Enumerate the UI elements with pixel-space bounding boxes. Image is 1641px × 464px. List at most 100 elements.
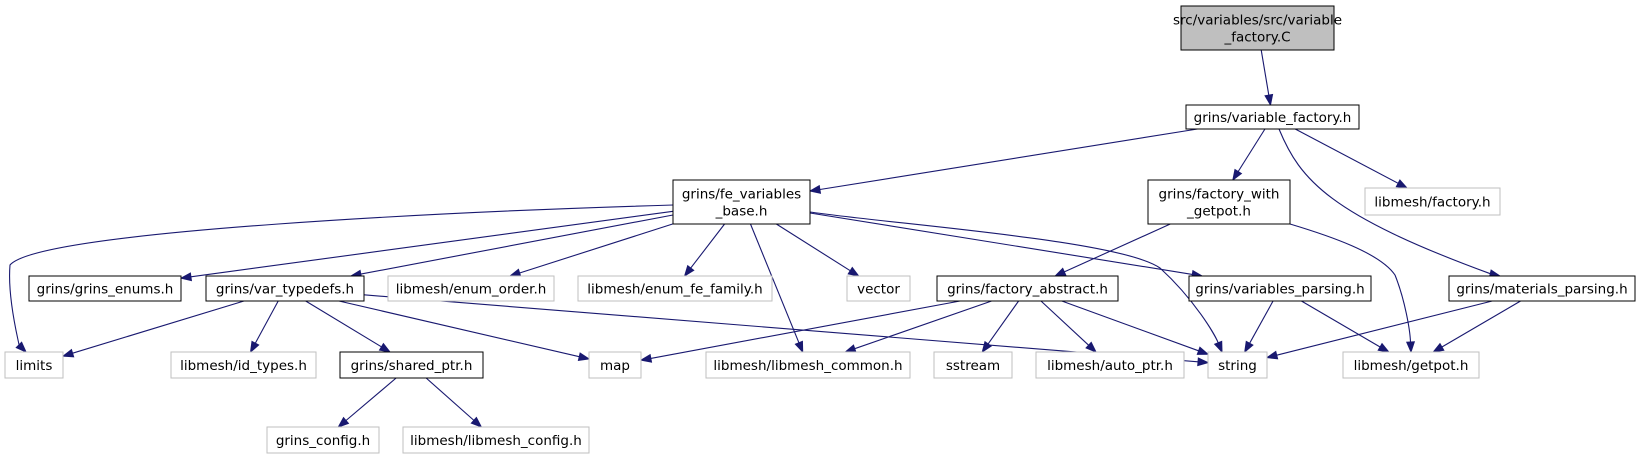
node-box <box>1180 5 1335 51</box>
edge-line <box>690 223 726 269</box>
node-label: libmesh/libmesh_common.h <box>713 358 902 374</box>
arrow-head-icon <box>1213 340 1223 354</box>
arrow-head-icon <box>1244 340 1254 354</box>
edge-materials_parsing_h-to-getpot_h <box>1432 300 1521 353</box>
edge-line <box>1040 300 1089 346</box>
node-vector: vector <box>846 275 911 302</box>
node-label: libmesh/enum_order.h <box>396 282 547 298</box>
node-box <box>1207 351 1268 379</box>
node-label: limits <box>16 358 53 374</box>
edge-factory_with_getpot_h-to-factory_abstract_h <box>1053 223 1171 277</box>
edge-factory_abstract_h-to-string <box>1061 300 1210 355</box>
edge-line <box>809 211 1219 344</box>
node-label: grins/factory_abstract.h <box>947 282 1108 298</box>
node-box <box>205 275 365 302</box>
arrow-head-icon <box>470 416 483 428</box>
edge-line <box>363 294 1199 363</box>
edge-fe_variables_base_h-to-grins_enums_h <box>179 210 674 282</box>
node-label: grins/grins_enums.h <box>37 282 174 298</box>
node-label: grins_config.h <box>276 433 370 449</box>
node-label: grins/fe_variables <box>682 187 801 203</box>
node-box <box>1185 104 1360 130</box>
node-box <box>339 351 484 379</box>
edge-variable_factory_h-to-fe_variables_base_h <box>808 128 1198 194</box>
node-box <box>402 426 590 454</box>
edge-fe_variables_base_h-to-variables_parsing_h <box>809 212 1204 279</box>
edge-line <box>1237 128 1266 172</box>
node-factory-abstract-h[interactable]: grins/factory_abstract.h <box>936 275 1119 302</box>
arrow-head-icon <box>1395 179 1409 189</box>
edge-line <box>345 377 397 421</box>
edge-var_typedefs_h-to-id_types_h <box>249 300 279 354</box>
arrow-head-icon <box>1197 357 1210 367</box>
arrow-head-icon <box>794 340 804 354</box>
edge-line <box>1064 223 1171 273</box>
node-materials-parsing-h[interactable]: grins/materials_parsing.h <box>1448 275 1636 302</box>
arrow-head-icon <box>843 344 857 353</box>
node-enum-order-h: libmesh/enum_order.h <box>387 275 555 302</box>
arrow-head-icon <box>1196 346 1210 355</box>
node-box <box>933 351 1013 379</box>
edge-fe_variables_base_h-to-libmesh_common_h <box>749 223 804 354</box>
edge-shared_ptr_h-to-libmesh_config_h <box>425 377 483 428</box>
edge-line <box>1260 49 1270 96</box>
edge-line <box>190 210 674 278</box>
edge-line <box>776 223 851 272</box>
node-variable-factory-C[interactable]: src/variables/src/variable_factory.C <box>1173 5 1342 51</box>
node-label: libmesh/libmesh_config.h <box>410 433 582 449</box>
edge-var_typedefs_h-to-map <box>338 300 591 362</box>
node-getpot-h: libmesh/getpot.h <box>1342 351 1480 379</box>
edge-variable_factory_C-to-variable_factory_h <box>1260 49 1274 107</box>
node-label: _base.h <box>715 204 768 220</box>
arrow-head-icon <box>1377 342 1390 353</box>
node-var-typedefs-h[interactable]: grins/var_typedefs.h <box>205 275 365 302</box>
node-label: string <box>1218 358 1257 374</box>
node-box <box>1364 187 1501 216</box>
node-auto-ptr-h: libmesh/auto_ptr.h <box>1035 351 1185 379</box>
node-libmesh-factory-h: libmesh/factory.h <box>1364 187 1501 216</box>
edge-line <box>749 223 800 343</box>
node-libmesh-config-h: libmesh/libmesh_config.h <box>402 426 590 454</box>
edge-variable_factory_h-to-factory_with_getpot_h <box>1232 128 1266 182</box>
edge-line <box>819 128 1198 191</box>
edge-line <box>425 377 475 421</box>
node-limits: limits <box>4 351 64 379</box>
edge-variable_factory_h-to-libmesh_factory_h <box>1294 128 1409 189</box>
edge-line <box>1061 300 1199 352</box>
edge-line <box>1278 128 1491 275</box>
node-label: grins/variables_parsing.h <box>1195 282 1364 298</box>
node-variable-factory-h[interactable]: grins/variable_factory.h <box>1185 104 1360 130</box>
node-fe-variables-base-h[interactable]: grins/fe_variables_base.h <box>672 179 811 225</box>
edge-line <box>1276 300 1493 356</box>
edge-line <box>809 212 1193 275</box>
node-grins-enums-h[interactable]: grins/grins_enums.h <box>28 275 182 302</box>
edge-fe_variables_base_h-to-vector <box>776 223 860 277</box>
node-box <box>936 275 1119 302</box>
edge-fe_variables_base_h-to-enum_fe_family_h <box>683 223 726 278</box>
node-box <box>1147 179 1291 225</box>
edge-line <box>1294 128 1399 184</box>
edge-fe_variables_base_h-to-var_typedefs_h <box>349 214 674 279</box>
node-factory-with-getpot-h[interactable]: grins/factory_with_getpot.h <box>1147 179 1291 225</box>
node-box <box>387 275 555 302</box>
node-box <box>266 426 380 454</box>
edge-shared_ptr_h-to-grins_config_h <box>337 377 397 428</box>
arrow-head-icon <box>683 264 695 278</box>
node-label: libmesh/enum_fe_family.h <box>587 282 762 298</box>
arrow-head-icon <box>847 266 860 277</box>
edge-line <box>1289 223 1412 343</box>
node-label: grins/factory_with <box>1159 187 1280 203</box>
node-label: _getpot.h <box>1186 204 1251 220</box>
arrow-head-icon <box>1053 267 1067 277</box>
edge-factory_abstract_h-to-sstream <box>981 300 1020 354</box>
arrow-head-icon <box>337 416 350 428</box>
edge-line <box>987 300 1020 345</box>
node-variables-parsing-h[interactable]: grins/variables_parsing.h <box>1188 275 1372 302</box>
arrow-head-icon <box>639 353 653 363</box>
node-string: string <box>1207 351 1268 379</box>
node-label: grins/materials_parsing.h <box>1456 282 1627 298</box>
edge-line <box>1249 300 1274 344</box>
node-libmesh-common-h: libmesh/libmesh_common.h <box>705 351 911 379</box>
node-shared-ptr-h[interactable]: grins/shared_ptr.h <box>339 351 484 379</box>
node-map: map <box>588 351 642 379</box>
